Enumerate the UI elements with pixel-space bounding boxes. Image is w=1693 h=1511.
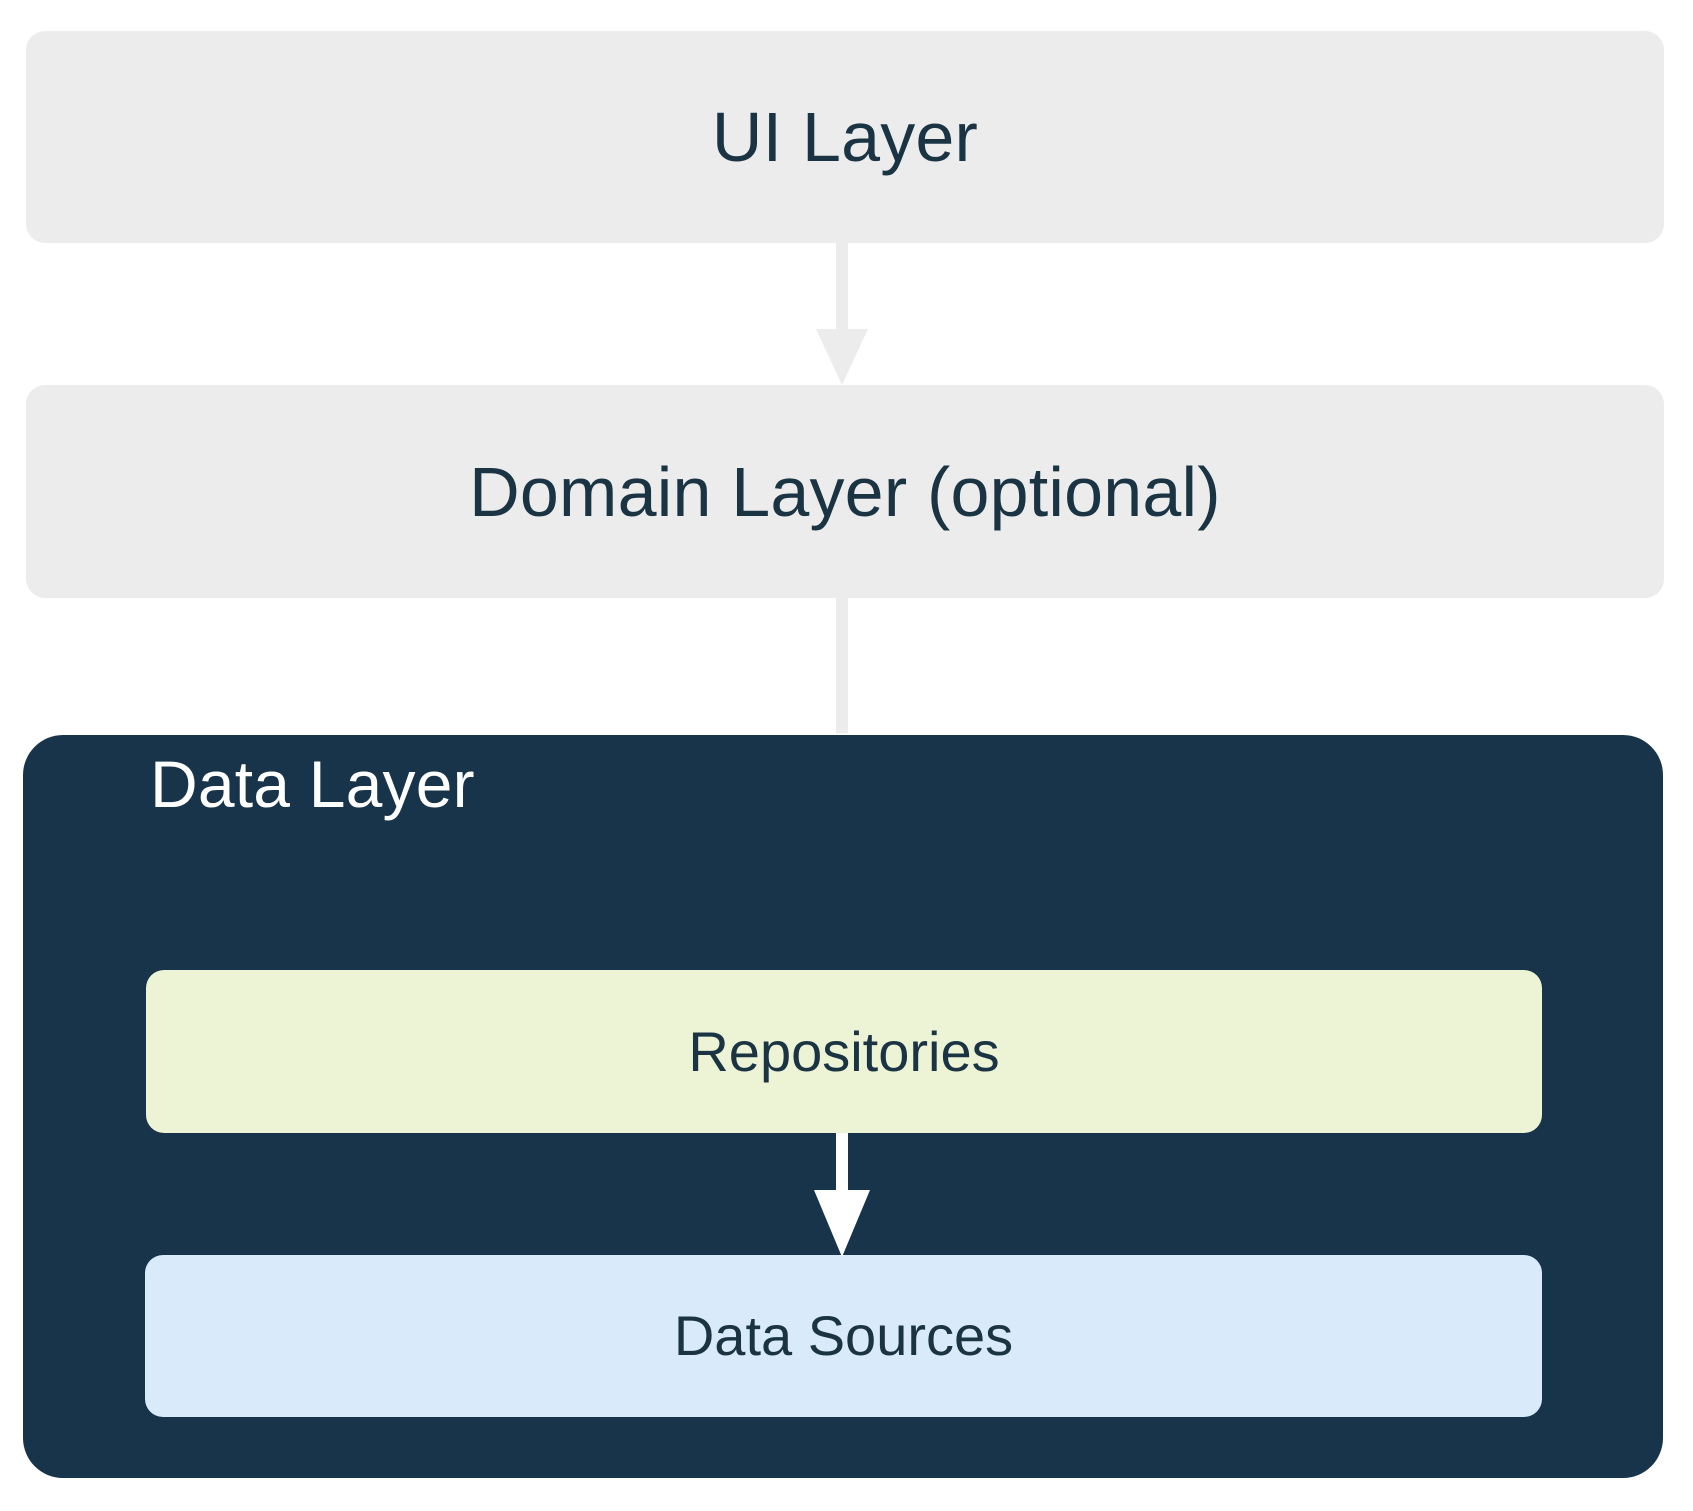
domain-layer-label: Domain Layer (optional)	[469, 452, 1221, 531]
repositories-label: Repositories	[688, 1019, 1000, 1083]
ui-layer-box: UI Layer	[26, 31, 1664, 243]
data-layer-box: Repositories Data Sources	[23, 735, 1663, 1478]
data-sources-box: Data Sources	[145, 1255, 1542, 1417]
data-sources-label: Data Sources	[673, 1304, 1014, 1367]
ui-layer-label: UI Layer	[711, 98, 979, 176]
data-layer-label: Data Layer	[150, 747, 475, 821]
domain-layer-box: Domain Layer (optional)	[26, 385, 1664, 598]
repositories-box: Repositories	[146, 970, 1542, 1133]
arrow-ui-to-domain-icon	[806, 243, 878, 385]
